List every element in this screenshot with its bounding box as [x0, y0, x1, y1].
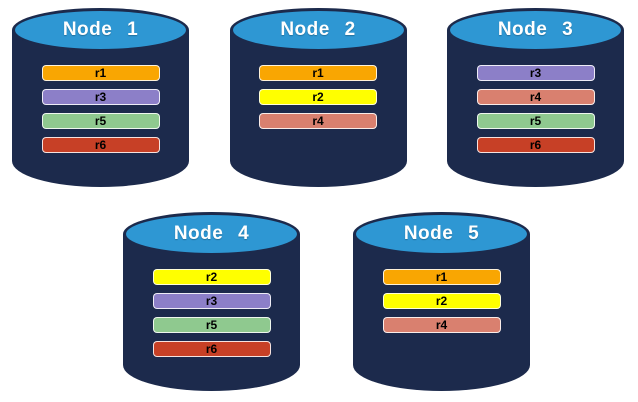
database-node: Node 3 r3 r4 r5 r6	[447, 8, 624, 187]
replica-bar: r2	[382, 293, 501, 309]
database-node: Node 5 r1 r2 r4	[353, 212, 530, 391]
replica-bar: r6	[41, 137, 160, 153]
replica-bar: r1	[382, 269, 501, 285]
cylinder-body	[447, 30, 624, 187]
replica-list: r1 r2 r4	[230, 65, 407, 129]
replica-bar: r3	[41, 89, 160, 105]
cylinder-top: Node 5	[353, 212, 530, 256]
database-node: Node 4 r2 r3 r5 r6	[123, 212, 300, 391]
replica-bar: r5	[476, 113, 595, 129]
replica-bar: r2	[259, 89, 377, 105]
cylinder-top: Node 4	[123, 212, 300, 256]
cylinder-body	[229, 30, 407, 187]
replica-list: r1 r3 r5 r6	[12, 65, 189, 153]
replica-bar: r4	[259, 113, 377, 129]
node-title: Node 4	[173, 223, 250, 244]
bottom-row: Node 4 r2 r3 r5 r6 Node 5 r1 r2 r4	[123, 212, 530, 391]
replica-bar: r4	[382, 317, 501, 333]
node-title: Node 5	[403, 223, 480, 244]
database-node: Node 2 r1 r2 r4	[229, 8, 407, 187]
replica-bar: r6	[152, 341, 271, 357]
node-title: Node 2	[280, 19, 356, 40]
replica-bar: r1	[259, 65, 377, 81]
cylinder-body	[123, 234, 300, 391]
database-node: Node 1 r1 r3 r5 r6	[12, 8, 189, 187]
cylinder-body	[353, 234, 530, 391]
replica-bar: r5	[41, 113, 160, 129]
cylinder-top: Node 2	[229, 8, 407, 52]
replica-bar: r3	[476, 65, 595, 81]
replica-list: r3 r4 r5 r6	[447, 65, 624, 153]
replica-bar: r2	[152, 269, 271, 285]
replica-list: r2 r3 r5 r6	[123, 269, 300, 357]
replica-bar: r3	[152, 293, 271, 309]
cylinder-top: Node 3	[447, 8, 624, 52]
replica-bar: r4	[476, 89, 595, 105]
node-title: Node 3	[497, 19, 574, 40]
cylinder-body	[12, 30, 189, 187]
replica-list: r1 r2 r4	[353, 269, 530, 333]
node-title: Node 1	[62, 19, 139, 40]
replica-bar: r6	[476, 137, 595, 153]
replica-bar: r5	[152, 317, 271, 333]
replica-bar: r1	[41, 65, 160, 81]
cylinder-top: Node 1	[12, 8, 189, 52]
